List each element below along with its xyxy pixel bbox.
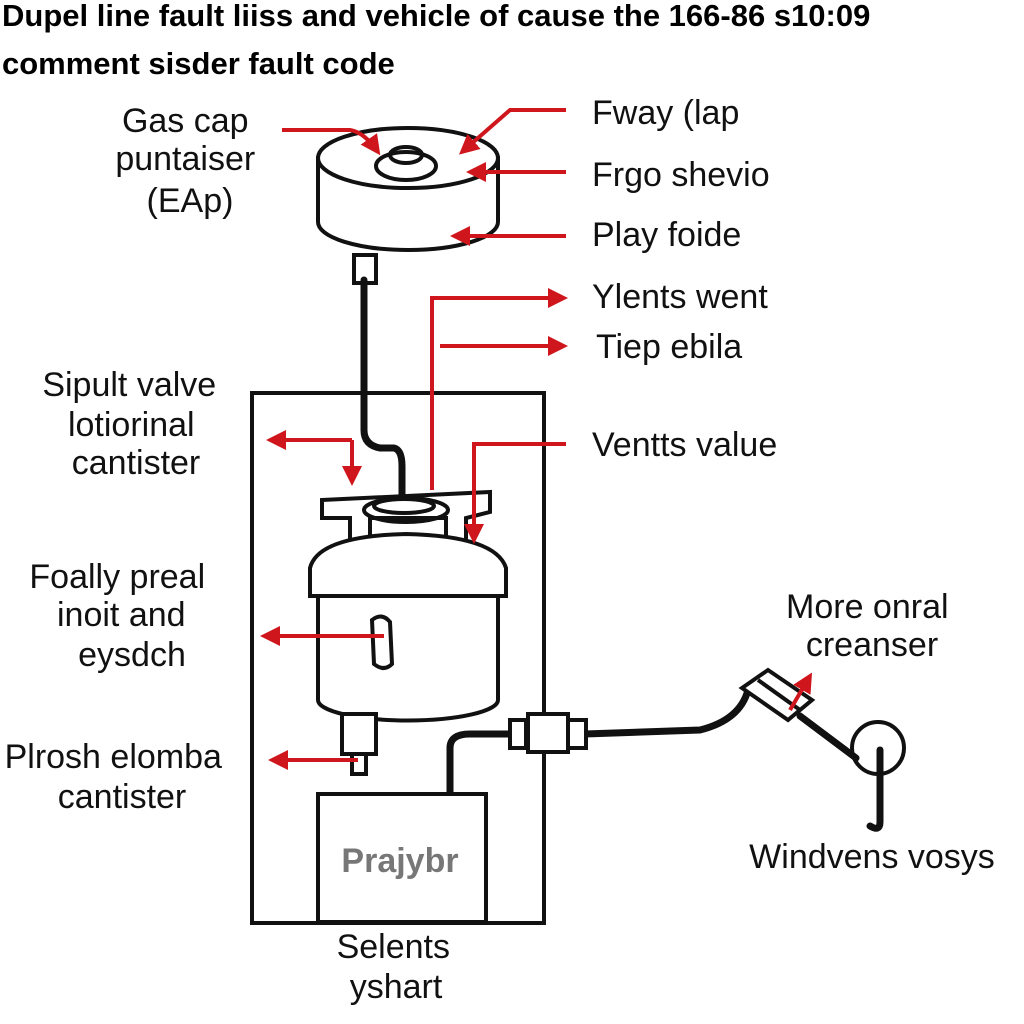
label-windvens-vosys: Windvens vosys bbox=[749, 838, 995, 876]
gas-cap-unit bbox=[316, 126, 500, 285]
vent-solenoid bbox=[738, 667, 906, 832]
charcoal-canister bbox=[308, 489, 508, 776]
vent-hose bbox=[581, 686, 752, 738]
arrow-gas-cap bbox=[282, 128, 381, 156]
arrow-fway-lap bbox=[458, 108, 566, 155]
label-ylents-went: Ylents went bbox=[592, 278, 768, 316]
diagram-title-line2: comment sisder fault code bbox=[2, 46, 395, 81]
label-play-foide: Play foide bbox=[592, 216, 741, 254]
box-label: Prajybr bbox=[341, 842, 458, 880]
diagram-title-line1: Dupel line fault liiss and vehicle of ca… bbox=[2, 0, 870, 33]
arrow-more-onral bbox=[788, 672, 813, 712]
label-more-onral: More onral creanser bbox=[786, 588, 958, 664]
label-foally-preal: Foally preal inoit and eysdch bbox=[29, 558, 214, 674]
arrow-ylents-went bbox=[430, 288, 568, 490]
purge-hose bbox=[446, 730, 524, 796]
label-frgo-shevio: Frgo shevio bbox=[592, 156, 770, 194]
fuel-vapor-hose bbox=[360, 276, 406, 498]
callout-arrows bbox=[260, 108, 813, 770]
label-selents-yshart: Selents yshart bbox=[337, 928, 460, 1006]
label-sipult-valve: Sipult valve lotiorinal cantister bbox=[42, 366, 225, 482]
lower-box bbox=[316, 792, 488, 924]
hose-connector bbox=[508, 712, 588, 754]
label-vents-value: Ventts value bbox=[592, 426, 777, 464]
label-fway-lap: Fway (lap bbox=[592, 94, 739, 132]
arrow-vents-value bbox=[464, 442, 566, 544]
label-gas-cap: Gas cap puntaiser (EAp) bbox=[115, 102, 264, 220]
label-plrosh-elomba: Plrosh elomba cantister bbox=[5, 738, 232, 816]
label-tiep-ebila: Tiep ebila bbox=[596, 328, 742, 366]
